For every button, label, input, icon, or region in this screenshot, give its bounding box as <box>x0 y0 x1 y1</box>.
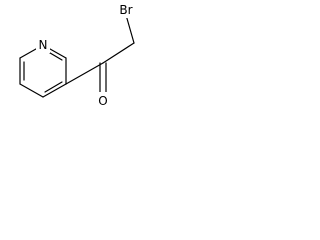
oxygen-atom-label: O <box>98 94 107 108</box>
bromine-atom-label: Br <box>119 3 132 17</box>
atom-label-o-group: O <box>95 92 111 110</box>
n-label-background <box>36 37 50 53</box>
bond-carbonyl-ch2 <box>102 42 135 64</box>
bromoacetyl-group <box>65 14 135 93</box>
bond-ch2-br <box>125 14 135 44</box>
atom-label-n-group: N <box>36 37 50 53</box>
atom-label-br-group: Br <box>113 2 139 18</box>
bond-c4-c5 <box>19 83 44 98</box>
bond-c3-c4 <box>42 83 67 98</box>
o-label-background <box>95 92 111 110</box>
br-label-background <box>113 2 139 18</box>
nitrogen-atom-label: N <box>39 38 48 52</box>
chemical-structure-diagram: N Br O <box>19 2 139 110</box>
double-bond-c3-c4-inner <box>44 81 63 93</box>
bond-ring-carbonyl <box>65 62 104 85</box>
